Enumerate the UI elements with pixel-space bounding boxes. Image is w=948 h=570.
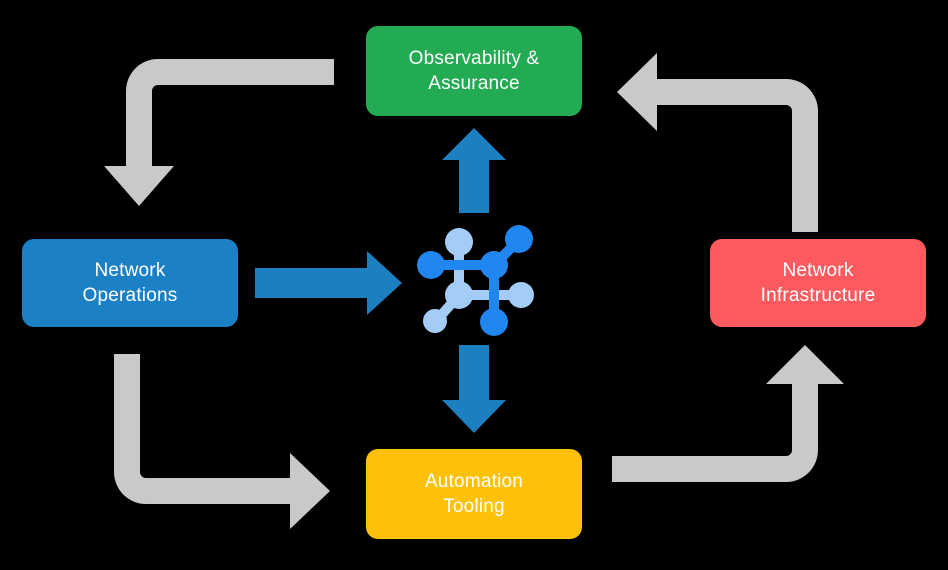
node-automation-tooling[interactable]: Automation Tooling bbox=[366, 449, 582, 539]
arrow-automation-to-infrastructure bbox=[612, 345, 844, 482]
arrow-observability-to-operations bbox=[104, 59, 334, 206]
node-observability-label: Observability & Assurance bbox=[408, 47, 540, 94]
arrow-operations-to-automation bbox=[114, 354, 330, 529]
node-infrastructure-label: Network Infrastructure bbox=[760, 259, 876, 306]
arrow-operations-to-center bbox=[255, 251, 402, 315]
node-automation-label: Automation Tooling bbox=[424, 470, 524, 517]
arrow-infrastructure-to-observability bbox=[617, 53, 818, 232]
arrow-center-to-automation bbox=[442, 345, 506, 433]
arrow-center-to-observability bbox=[442, 128, 506, 213]
network-topology-icon bbox=[417, 225, 534, 336]
node-operations-label: Network Operations bbox=[82, 259, 178, 306]
node-network-infrastructure[interactable]: Network Infrastructure bbox=[710, 239, 926, 327]
node-network-operations[interactable]: Network Operations bbox=[22, 239, 238, 327]
node-observability-assurance[interactable]: Observability & Assurance bbox=[366, 26, 582, 116]
